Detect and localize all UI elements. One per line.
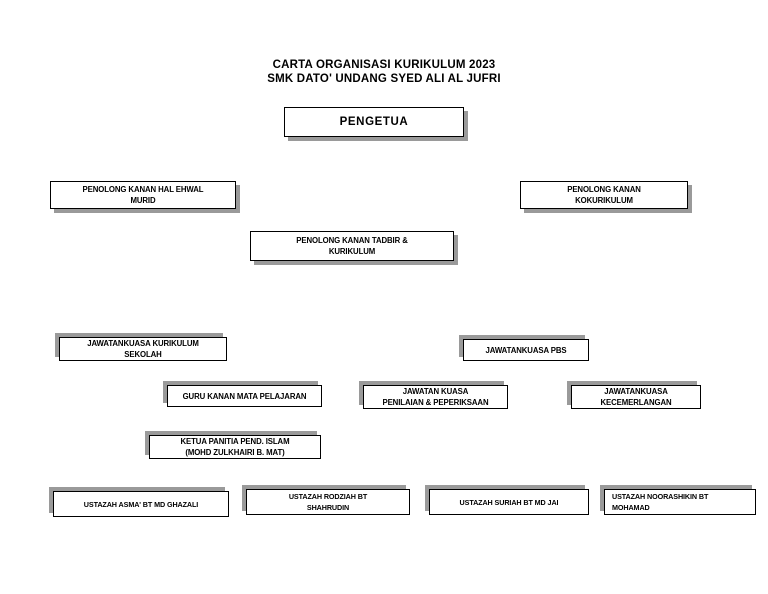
node-jk-kurikulum-label: JAWATANKUASA KURIKULUM SEKOLAH — [60, 338, 226, 360]
jk-kurikulum-line-1: JAWATANKUASA KURIKULUM — [87, 338, 199, 348]
node-ustazah-suriah-bt-md-jai[interactable]: USTAZAH SURIAH BT MD JAI — [429, 489, 589, 515]
guru-noorashikin-line-1: USTAZAH NOORASHIKIN BT — [612, 492, 709, 501]
node-penolong-kanan-tadbir-kurikulum[interactable]: PENOLONG KANAN TADBIR & KURIKULUM — [250, 231, 454, 261]
node-ketua-panitia-label: KETUA PANITIA PEND. ISLAM (MOHD ZULKHAIR… — [150, 436, 320, 458]
node-pk-tadbir-label: PENOLONG KANAN TADBIR & KURIKULUM — [251, 235, 453, 257]
node-pengetua-label: PENGETUA — [339, 115, 409, 128]
title-line-1: CARTA ORGANISASI KURIKULUM 2023 — [272, 59, 496, 71]
node-gkmp-label: GURU KANAN MATA PELAJARAN — [182, 391, 307, 401]
guru-rodziah-line-1: USTAZAH RODZIAH BT — [288, 492, 368, 501]
node-pengetua[interactable]: PENGETUA — [284, 107, 464, 137]
jk-penilaian-line-1: JAWATAN KUASA — [402, 386, 469, 396]
node-ustazah-rodziah-bt-shahrudin[interactable]: USTAZAH RODZIAH BT SHAHRUDIN — [246, 489, 410, 515]
node-jawatankuasa-pbs[interactable]: JAWATANKUASA PBS — [463, 339, 589, 361]
node-penolong-kanan-kokurikulum[interactable]: PENOLONG KANAN KOKURIKULUM — [520, 181, 688, 209]
node-penolong-kanan-hal-ehwal-murid[interactable]: PENOLONG KANAN HAL EHWAL MURID — [50, 181, 236, 209]
pk-koku-line-1: PENOLONG KANAN — [567, 185, 641, 194]
node-pk-hem-label: PENOLONG KANAN HAL EHWAL MURID — [51, 184, 235, 206]
pk-hem-line-2: MURID — [130, 196, 156, 205]
node-guru-suriah-label: USTAZAH SURIAH BT MD JAI — [459, 497, 559, 507]
node-guru-kanan-mata-pelajaran[interactable]: GURU KANAN MATA PELAJARAN — [167, 385, 322, 407]
ketua-panitia-line-2: (MOHD ZULKHAIRI B. MAT) — [185, 447, 285, 457]
ketua-panitia-line-1: KETUA PANITIA PEND. ISLAM — [180, 436, 290, 446]
node-ustazah-noorashikin-bt-mohamad[interactable]: USTAZAH NOORASHIKIN BT MOHAMAD — [604, 489, 756, 515]
node-jawatankuasa-kecemerlangan[interactable]: JAWATANKUASA KECEMERLANGAN — [571, 385, 701, 409]
page-title: CARTA ORGANISASI KURIKULUM 2023 SMK DATO… — [0, 58, 768, 86]
jk-kurikulum-line-2: SEKOLAH — [124, 349, 162, 359]
node-jk-penilaian-label: JAWATAN KUASA PENILAIAN & PEPERIKSAAN — [364, 386, 507, 408]
pk-hem-line-1: PENOLONG KANAN HAL EHWAL — [82, 185, 204, 194]
title-line-2: SMK DATO' UNDANG SYED ALI AL JUFRI — [267, 73, 501, 85]
jk-kecemerlangan-line-1: JAWATANKUASA — [604, 386, 668, 396]
node-guru-asma-label: USTAZAH ASMA' BT MD GHAZALI — [83, 499, 199, 509]
pk-tadbir-line-1: PENOLONG KANAN TADBIR & — [296, 236, 408, 245]
node-jk-pbs-label: JAWATANKUASA PBS — [485, 345, 567, 355]
guru-noorashikin-line-2: MOHAMAD — [612, 503, 650, 512]
pk-koku-line-2: KOKURIKULUM — [575, 196, 633, 205]
node-ketua-panitia-pend-islam[interactable]: KETUA PANITIA PEND. ISLAM (MOHD ZULKHAIR… — [149, 435, 321, 459]
node-jawatankuasa-kurikulum-sekolah[interactable]: JAWATANKUASA KURIKULUM SEKOLAH — [59, 337, 227, 361]
node-pk-koku-label: PENOLONG KANAN KOKURIKULUM — [521, 184, 687, 206]
pk-tadbir-line-2: KURIKULUM — [328, 247, 376, 256]
node-guru-noorashikin-label: USTAZAH NOORASHIKIN BT MOHAMAD — [605, 491, 755, 513]
node-ustazah-asma-bt-md-ghazali[interactable]: USTAZAH ASMA' BT MD GHAZALI — [53, 491, 229, 517]
node-jawatankuasa-penilaian-peperiksaan[interactable]: JAWATAN KUASA PENILAIAN & PEPERIKSAAN — [363, 385, 508, 409]
node-guru-rodziah-label: USTAZAH RODZIAH BT SHAHRUDIN — [247, 491, 409, 513]
jk-kecemerlangan-line-2: KECEMERLANGAN — [600, 397, 672, 407]
guru-rodziah-line-2: SHAHRUDIN — [306, 503, 350, 512]
jk-penilaian-line-2: PENILAIAN & PEPERIKSAAN — [382, 397, 489, 407]
node-jk-kecemerlangan-label: JAWATANKUASA KECEMERLANGAN — [572, 386, 700, 408]
